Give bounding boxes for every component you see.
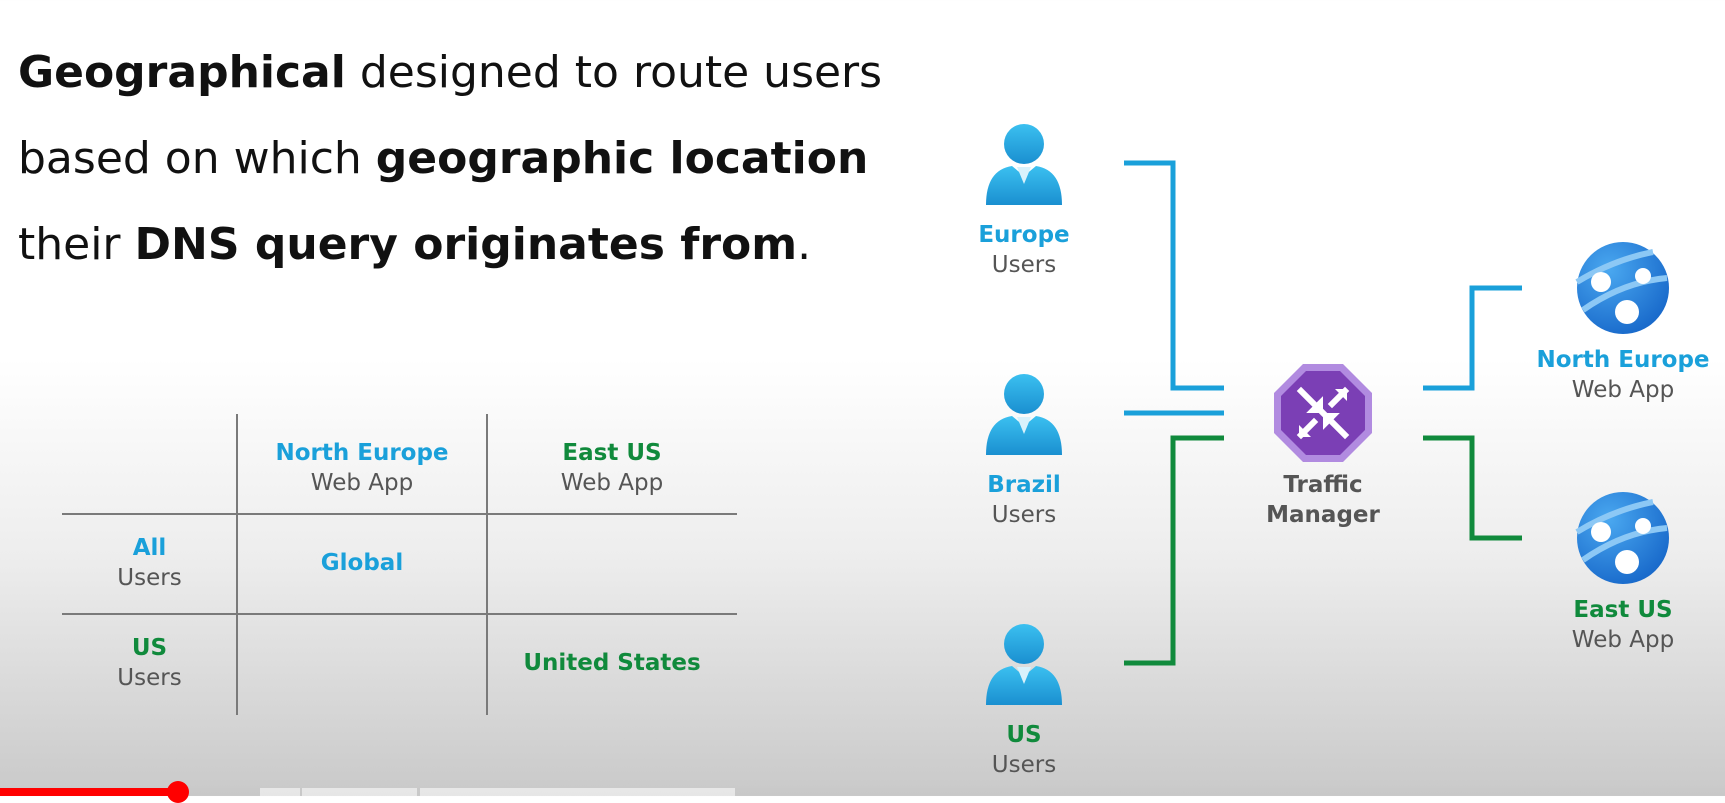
progress-buffer-segment — [260, 788, 300, 796]
headline: Geographical designed to route users bas… — [18, 30, 882, 288]
user-icon — [986, 624, 1062, 705]
video-progress-bar[interactable] — [0, 781, 1725, 803]
progress-buffer-segment — [420, 788, 735, 796]
progress-scrubber-handle[interactable] — [166, 781, 189, 803]
user-icon — [986, 124, 1062, 205]
europe-users-label: Europe Users — [978, 222, 1070, 278]
connector-us — [1124, 435, 1224, 666]
table-cell-global: Global — [320, 550, 404, 576]
table-row-all-users: All Users — [117, 535, 182, 591]
table-row-us-users: US Users — [117, 635, 182, 691]
traffic-manager-icon — [1274, 364, 1372, 462]
brazil-users-label: Brazil Users — [987, 472, 1061, 528]
us-users-label: US Users — [991, 722, 1057, 778]
traffic-manager-label: Traffic Manager — [1266, 472, 1380, 528]
table-cell-united-states: United States — [523, 650, 701, 676]
progress-buffer-segment — [302, 788, 417, 796]
headline-line-1: Geographical designed to route users — [18, 47, 883, 98]
web-app-globe-icon — [1575, 492, 1669, 584]
headline-line-2: based on which geographic location — [18, 133, 869, 184]
connector-europe — [1124, 160, 1224, 391]
connector-east-us — [1423, 435, 1522, 541]
north-europe-app-label: North Europe Web App — [1536, 347, 1710, 403]
user-icon — [986, 374, 1062, 455]
progress-played — [0, 788, 178, 796]
east-us-app-label: East US Web App — [1571, 597, 1675, 653]
connector-north-europe — [1423, 285, 1522, 391]
headline-line-3: their DNS query originates from. — [18, 219, 812, 270]
web-app-globe-icon — [1575, 242, 1669, 334]
table-header-east-us: East US Web App — [560, 440, 664, 496]
table-header-north-europe: North Europe Web App — [275, 440, 449, 496]
